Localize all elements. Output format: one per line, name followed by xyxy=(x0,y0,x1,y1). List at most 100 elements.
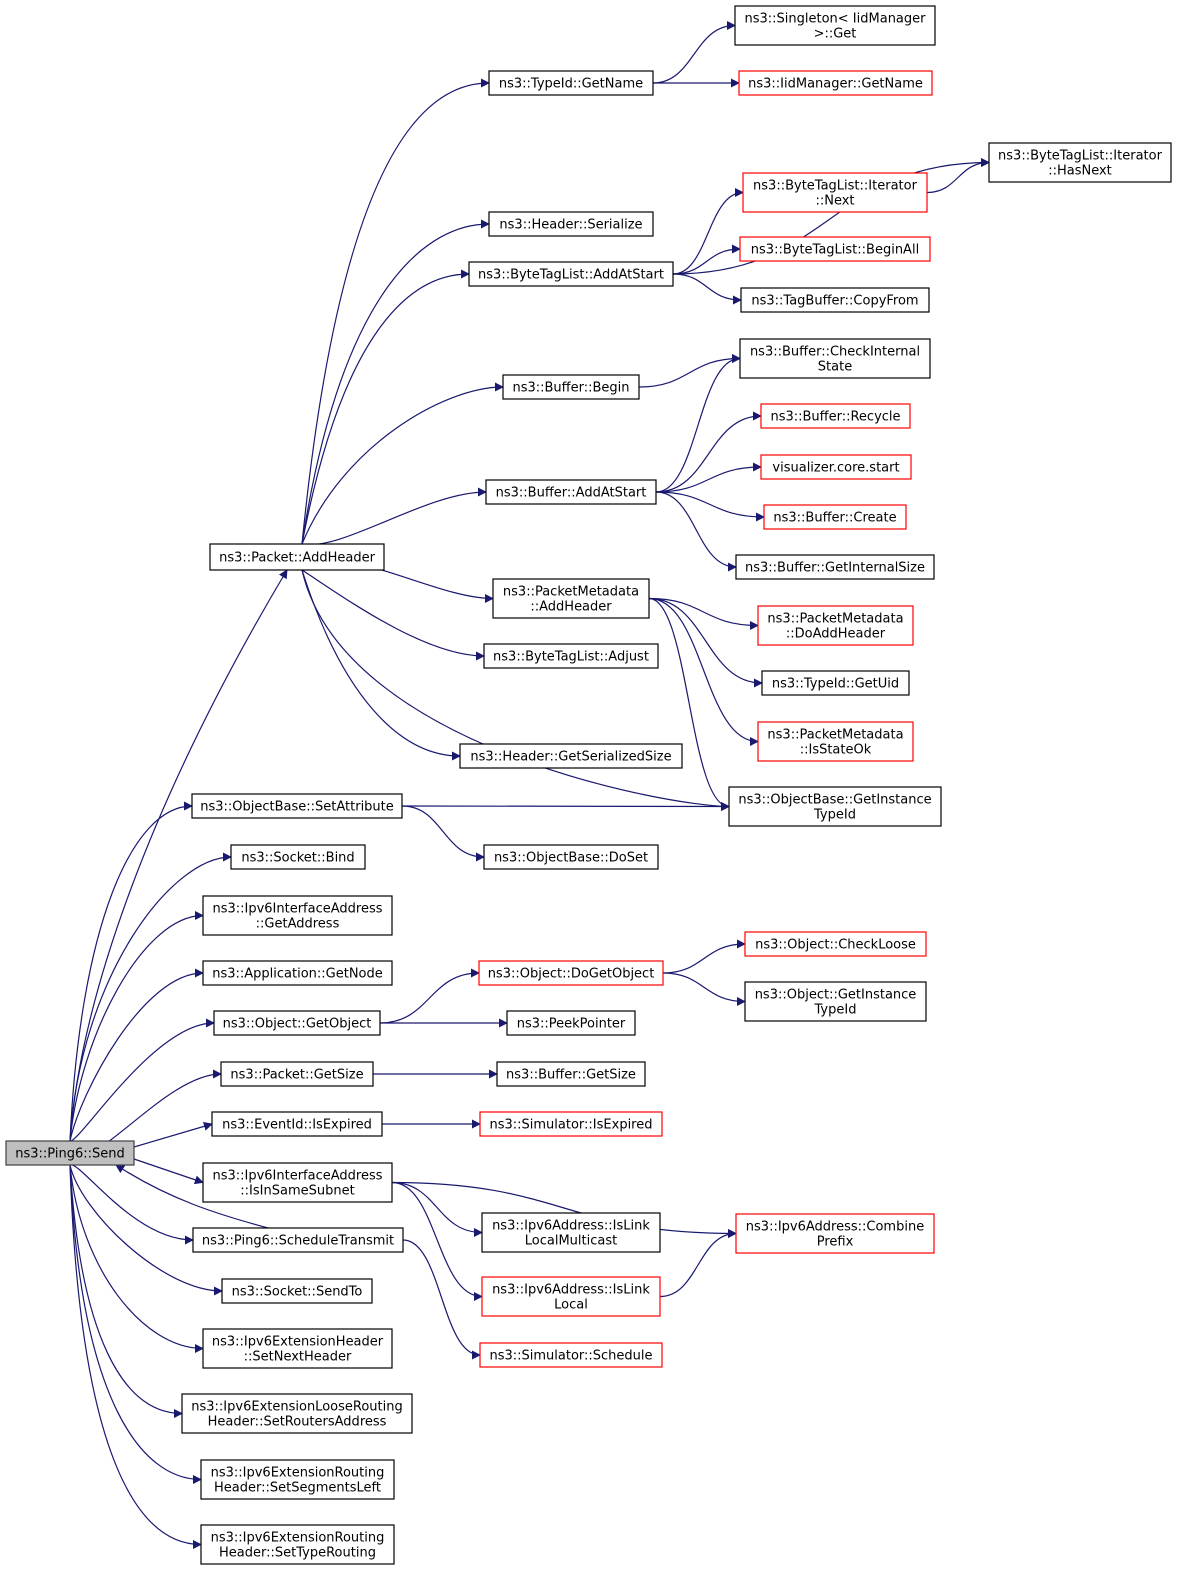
node-label: ::Next xyxy=(815,194,854,209)
node-label: Header::SetSegmentsLeft xyxy=(214,1481,381,1496)
graph-node-simisexpired[interactable]: ns3::Simulator::IsExpired xyxy=(479,1111,663,1137)
graph-node-objdoset[interactable]: ns3::ObjectBase::DoSet xyxy=(483,844,659,870)
graph-node-simschedule[interactable]: ns3::Simulator::Schedule xyxy=(479,1342,663,1368)
edge-btladdatstart-to-btlbeginall xyxy=(672,244,741,275)
graph-node-schedtx[interactable]: ns3::Ping6::ScheduleTransmit xyxy=(192,1227,404,1253)
graph-node-singletonget[interactable]: ns3::Singleton< IidManager>::Get xyxy=(734,5,936,46)
node-label: ns3::Buffer::Begin xyxy=(512,381,629,396)
graph-node-hdrgetsersize[interactable]: ns3::Header::GetSerializedSize xyxy=(459,743,683,769)
node-box xyxy=(200,1459,395,1500)
edge-send-to-bind xyxy=(69,852,232,1142)
node-label: Header::SetTypeRouting xyxy=(219,1546,376,1561)
graph-node-appgetnode[interactable]: ns3::Application::GetNode xyxy=(202,960,393,986)
node-label: ns3::TypeId::GetName xyxy=(499,77,643,92)
edge-bufbegin-to-bufcheckstate xyxy=(638,354,741,388)
graph-node-bufaddatstart[interactable]: ns3::Buffer::AddAtStart xyxy=(485,479,657,505)
edge-send-to-ifgetaddr xyxy=(69,911,204,1142)
graph-node-setnexthdr[interactable]: ns3::Ipv6ExtensionHeader::SetNextHeader xyxy=(202,1328,393,1369)
node-label: ns3::PacketMetadata xyxy=(767,728,903,743)
graph-node-btladjust[interactable]: ns3::ByteTagList::Adjust xyxy=(483,643,659,669)
node-box xyxy=(742,172,928,213)
node-box xyxy=(211,1111,383,1137)
node-box xyxy=(502,374,640,400)
edge-issamesubnet-to-islinklocalmc xyxy=(391,1181,483,1237)
node-box xyxy=(488,70,654,96)
graph-node-iidgetname[interactable]: ns3::IidManager::GetName xyxy=(738,70,933,96)
graph-node-bind[interactable]: ns3::Socket::Bind xyxy=(230,844,366,870)
graph-node-ifgetaddr[interactable]: ns3::Ipv6InterfaceAddress::GetAddress xyxy=(202,895,393,936)
graph-node-isexpired[interactable]: ns3::EventId::IsExpired xyxy=(211,1111,383,1137)
node-box xyxy=(760,403,911,429)
node-label: ns3::Header::GetSerializedSize xyxy=(470,750,671,765)
graph-node-setattr[interactable]: ns3::ObjectBase::SetAttribute xyxy=(191,793,403,819)
graph-node-objcheckloose[interactable]: ns3::Object::CheckLoose xyxy=(744,931,927,957)
node-label: ns3::ObjectBase::DoSet xyxy=(494,851,648,866)
graph-node-peekpointer[interactable]: ns3::PeekPointer xyxy=(506,1010,636,1036)
edge-send-to-setnexthdr xyxy=(69,1164,204,1353)
node-label: ns3::PacketMetadata xyxy=(767,612,903,627)
edge-dogetobject-to-objgetinst xyxy=(662,972,746,1006)
edge-addheader-to-bufbegin xyxy=(301,382,504,545)
graph-node-bufgetsize[interactable]: ns3::Buffer::GetSize xyxy=(496,1061,646,1087)
graph-node-bufgetintsize[interactable]: ns3::Buffer::GetInternalSize xyxy=(735,554,935,580)
node-label: >::Get xyxy=(814,27,857,42)
node-label: ::IsInSameSubnet xyxy=(240,1184,354,1199)
graph-node-pmisstateok[interactable]: ns3::PacketMetadata::IsStateOk xyxy=(757,721,914,762)
graph-node-btladdatstart[interactable]: ns3::ByteTagList::AddAtStart xyxy=(468,261,674,287)
node-label: ns3::ByteTagList::AddAtStart xyxy=(478,268,664,283)
node-box xyxy=(728,786,942,827)
graph-node-tagbufcopy[interactable]: ns3::TagBuffer::CopyFrom xyxy=(740,287,930,313)
edge-issamesubnet-to-islinklocal xyxy=(391,1181,483,1301)
graph-node-typeidgetname[interactable]: ns3::TypeId::GetName xyxy=(488,70,654,96)
graph-node-sendto[interactable]: ns3::Socket::SendTo xyxy=(221,1278,373,1304)
node-label: ns3::Ping6::Send xyxy=(15,1147,124,1162)
graph-node-dogetobject[interactable]: ns3::Object::DoGetObject xyxy=(478,960,664,986)
graph-node-btlbeginall[interactable]: ns3::ByteTagList::BeginAll xyxy=(739,236,931,262)
graph-node-vizstart[interactable]: visualizer.core.start xyxy=(760,454,912,480)
graph-node-pktgetsize[interactable]: ns3::Packet::GetSize xyxy=(220,1061,374,1087)
node-box xyxy=(192,1227,404,1253)
node-box xyxy=(763,504,907,530)
node-label: ::GetAddress xyxy=(256,917,340,932)
node-label: ns3::Object::GetInstance xyxy=(755,988,917,1003)
graph-node-btliternext[interactable]: ns3::ByteTagList::Iterator::Next xyxy=(742,172,928,213)
graph-node-bufrecycle[interactable]: ns3::Buffer::Recycle xyxy=(760,403,911,429)
graph-node-send[interactable]: ns3::Ping6::Send xyxy=(5,1140,135,1166)
edge-pmaddheader-to-pmdoaddheader xyxy=(648,597,759,630)
graph-node-hdrserialize[interactable]: ns3::Header::Serialize xyxy=(488,211,654,237)
node-label: ::AddHeader xyxy=(530,600,612,615)
edge-pmaddheader-to-pmisstateok xyxy=(648,597,759,746)
node-label: ns3::Ping6::ScheduleTransmit xyxy=(202,1234,394,1249)
edge-issamesubnet-to-combineprefix xyxy=(391,1181,737,1238)
node-box xyxy=(202,895,393,936)
graph-node-btliterhasnext[interactable]: ns3::ByteTagList::Iterator::HasNext xyxy=(988,142,1172,183)
edge-send-to-issamesubnet xyxy=(133,1158,204,1185)
node-label: ns3::ByteTagList::Iterator xyxy=(753,179,918,194)
graph-node-addheader[interactable]: ns3::Packet::AddHeader xyxy=(209,543,385,571)
node-label: ns3::Buffer::AddAtStart xyxy=(496,486,647,501)
edge-btliternext-to-btliterhasnext xyxy=(926,158,990,194)
node-box xyxy=(191,793,403,819)
graph-node-setrouters[interactable]: ns3::Ipv6ExtensionLooseRoutingHeader::Se… xyxy=(181,1393,413,1434)
graph-node-setsegs[interactable]: ns3::Ipv6ExtensionRoutingHeader::SetSegm… xyxy=(200,1459,395,1500)
edge-btladdatstart-to-btliternext xyxy=(672,188,744,275)
graph-node-issamesubnet[interactable]: ns3::Ipv6InterfaceAddress::IsInSameSubne… xyxy=(202,1162,393,1203)
node-box xyxy=(483,844,659,870)
graph-node-pmaddheader[interactable]: ns3::PacketMetadata::AddHeader xyxy=(492,578,650,619)
graph-node-settype[interactable]: ns3::Ipv6ExtensionRoutingHeader::SetType… xyxy=(200,1524,395,1565)
node-label: ::HasNext xyxy=(1048,164,1112,179)
node-label: ns3::Buffer::GetSize xyxy=(506,1068,636,1083)
graph-node-typeidgetuid[interactable]: ns3::TypeId::GetUid xyxy=(761,670,910,696)
node-box xyxy=(479,1342,663,1368)
graph-node-bufbegin[interactable]: ns3::Buffer::Begin xyxy=(502,374,640,400)
graph-node-bufcreate[interactable]: ns3::Buffer::Create xyxy=(763,504,907,530)
graph-node-getobject[interactable]: ns3::Object::GetObject xyxy=(213,1010,381,1036)
graph-node-pmdoaddheader[interactable]: ns3::PacketMetadata::DoAddHeader xyxy=(757,605,914,646)
